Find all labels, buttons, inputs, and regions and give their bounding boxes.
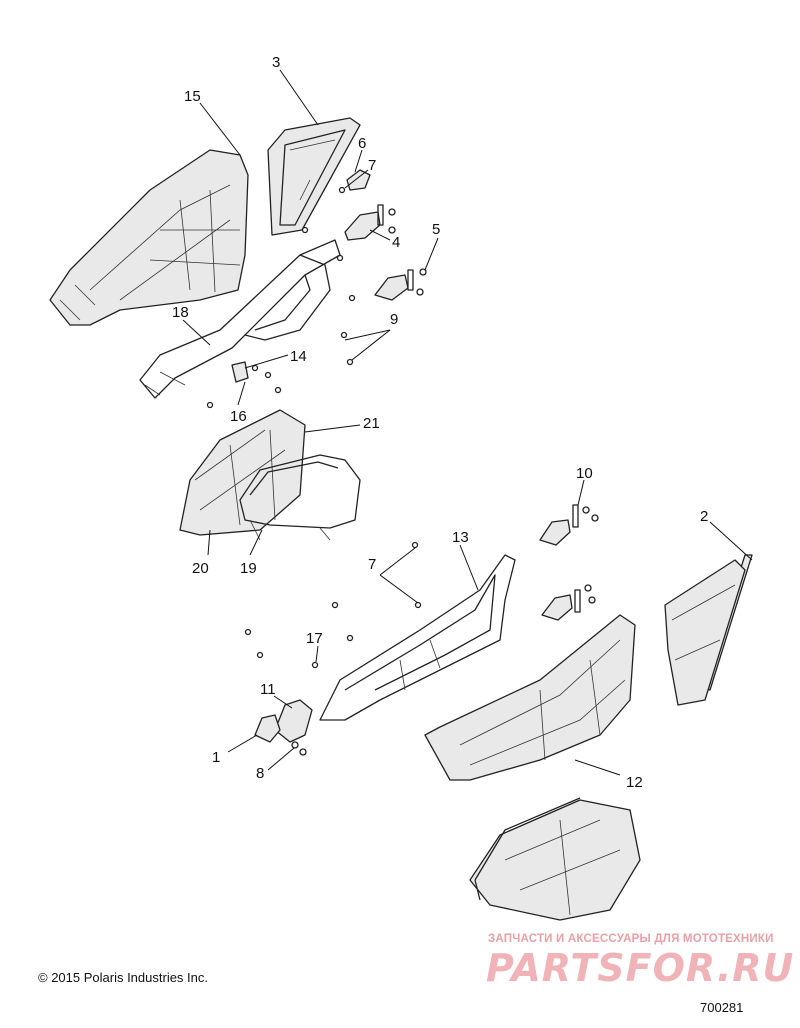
part-10-hinge[interactable] <box>539 504 599 621</box>
part-16-screws[interactable] <box>206 364 282 409</box>
callout-17: 17 <box>306 630 323 647</box>
callout-13: 13 <box>452 529 469 546</box>
part-8-fastener[interactable] <box>291 741 307 756</box>
callout-labels: 1 2 3 4 5 6 7 7 8 9 10 11 12 13 14 15 16… <box>172 54 708 791</box>
callout-1: 1 <box>212 749 220 766</box>
callout-2: 2 <box>700 508 708 525</box>
part-12-lower-door-panel[interactable] <box>424 614 636 781</box>
part-1-latch[interactable] <box>254 714 281 743</box>
callout-9: 9 <box>390 311 398 328</box>
callout-14: 14 <box>290 348 307 365</box>
lower-storage-bag[interactable] <box>469 797 641 921</box>
part-17-screws[interactable] <box>244 601 354 669</box>
callout-3: 3 <box>272 54 280 71</box>
part-3-upper-frame[interactable] <box>267 117 361 236</box>
part-20-door-panel[interactable] <box>179 409 306 536</box>
callout-18: 18 <box>172 304 189 321</box>
leader-lines <box>182 69 753 776</box>
callout-12: 12 <box>626 774 643 791</box>
part-21-bag-frame[interactable] <box>239 454 361 529</box>
callout-6: 6 <box>358 135 366 152</box>
reference-number: 700281 <box>700 1000 744 1015</box>
part-6-clip[interactable] <box>346 169 371 191</box>
part-14-bracket[interactable] <box>231 361 249 383</box>
part-5-hinge-lower[interactable] <box>374 268 427 301</box>
part-4-hinge-upper[interactable] <box>344 204 396 241</box>
part-9-fasteners[interactable] <box>301 226 356 366</box>
callout-4: 4 <box>392 234 400 251</box>
watermark-logo: PARTSFOR.RU <box>486 946 795 990</box>
callout-8: 8 <box>256 765 264 782</box>
callout-7-top: 7 <box>368 157 376 174</box>
part-7-screw-top[interactable] <box>338 186 346 194</box>
callout-15: 15 <box>184 88 201 105</box>
callout-20: 20 <box>192 560 209 577</box>
callout-21: 21 <box>363 415 380 432</box>
callout-11: 11 <box>260 681 276 698</box>
watermark-tagline: ЗАПЧАСТИ И АКСЕССУАРЫ ДЛЯ МОТОТЕХНИКИ <box>488 933 774 945</box>
copyright-text: © 2015 Polaris Industries Inc. <box>38 970 208 985</box>
part-15-upper-door-panel[interactable] <box>49 149 249 326</box>
callout-7-lower: 7 <box>368 556 376 573</box>
part-11-latch-cover[interactable] <box>274 699 313 743</box>
callout-10: 10 <box>576 465 593 482</box>
callout-16: 16 <box>230 408 247 425</box>
part-13-lower-door-frame[interactable] <box>319 554 516 721</box>
callout-5: 5 <box>432 221 440 238</box>
part-7-screws-lower[interactable] <box>411 541 422 609</box>
lower-rear-panel[interactable] <box>664 559 746 706</box>
callout-19: 19 <box>240 560 257 577</box>
